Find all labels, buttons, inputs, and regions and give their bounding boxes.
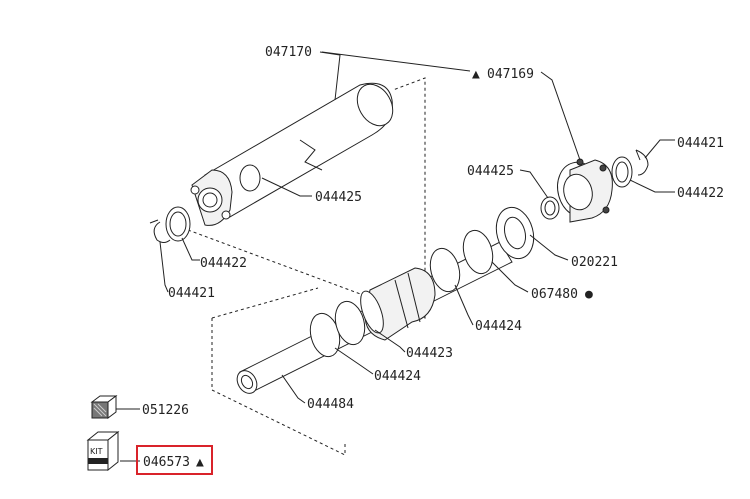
part-label-047169: 047169 <box>487 67 534 82</box>
part-label-044422-left: 044422 <box>200 256 247 271</box>
part-label-044425-top: 044425 <box>467 164 514 179</box>
part-label-047170: 047170 <box>265 45 312 60</box>
part-label-044424-right: 044424 <box>475 319 522 334</box>
part-label-044425-mid: 044425 <box>315 190 362 205</box>
cylinder-tube-part <box>190 82 394 226</box>
part-label-044421-right: 044421 <box>677 136 724 151</box>
left-snap-ring-part <box>149 206 191 243</box>
lower-assembly-outline <box>211 318 346 456</box>
part-label-046573: 046573 <box>143 455 190 470</box>
kit-box-text: KIT <box>90 447 103 456</box>
kit-box-icon: KIT <box>86 430 120 472</box>
end-cap-part <box>557 158 613 223</box>
dot-marker: ● <box>585 287 593 302</box>
triangle-marker-kit: ▲ <box>196 455 204 470</box>
part-label-044423: 044423 <box>406 346 453 361</box>
highlight-box <box>136 445 213 475</box>
seal-pack-icon <box>90 395 118 419</box>
part-label-044424-left: 044424 <box>374 369 421 384</box>
triangle-marker: ▲ <box>472 67 480 82</box>
part-label-020221: 020221 <box>571 255 618 270</box>
part-label-067480: 067480 <box>531 287 578 302</box>
rod-seals-part <box>309 206 535 358</box>
upper-assembly-outline <box>187 77 426 319</box>
right-snap-ring-part <box>611 149 649 188</box>
part-label-044484: 044484 <box>307 397 354 412</box>
part-label-044422-right: 044422 <box>677 186 724 201</box>
part-label-044421-left: 044421 <box>168 286 215 301</box>
part-label-051226: 051226 <box>142 403 189 418</box>
